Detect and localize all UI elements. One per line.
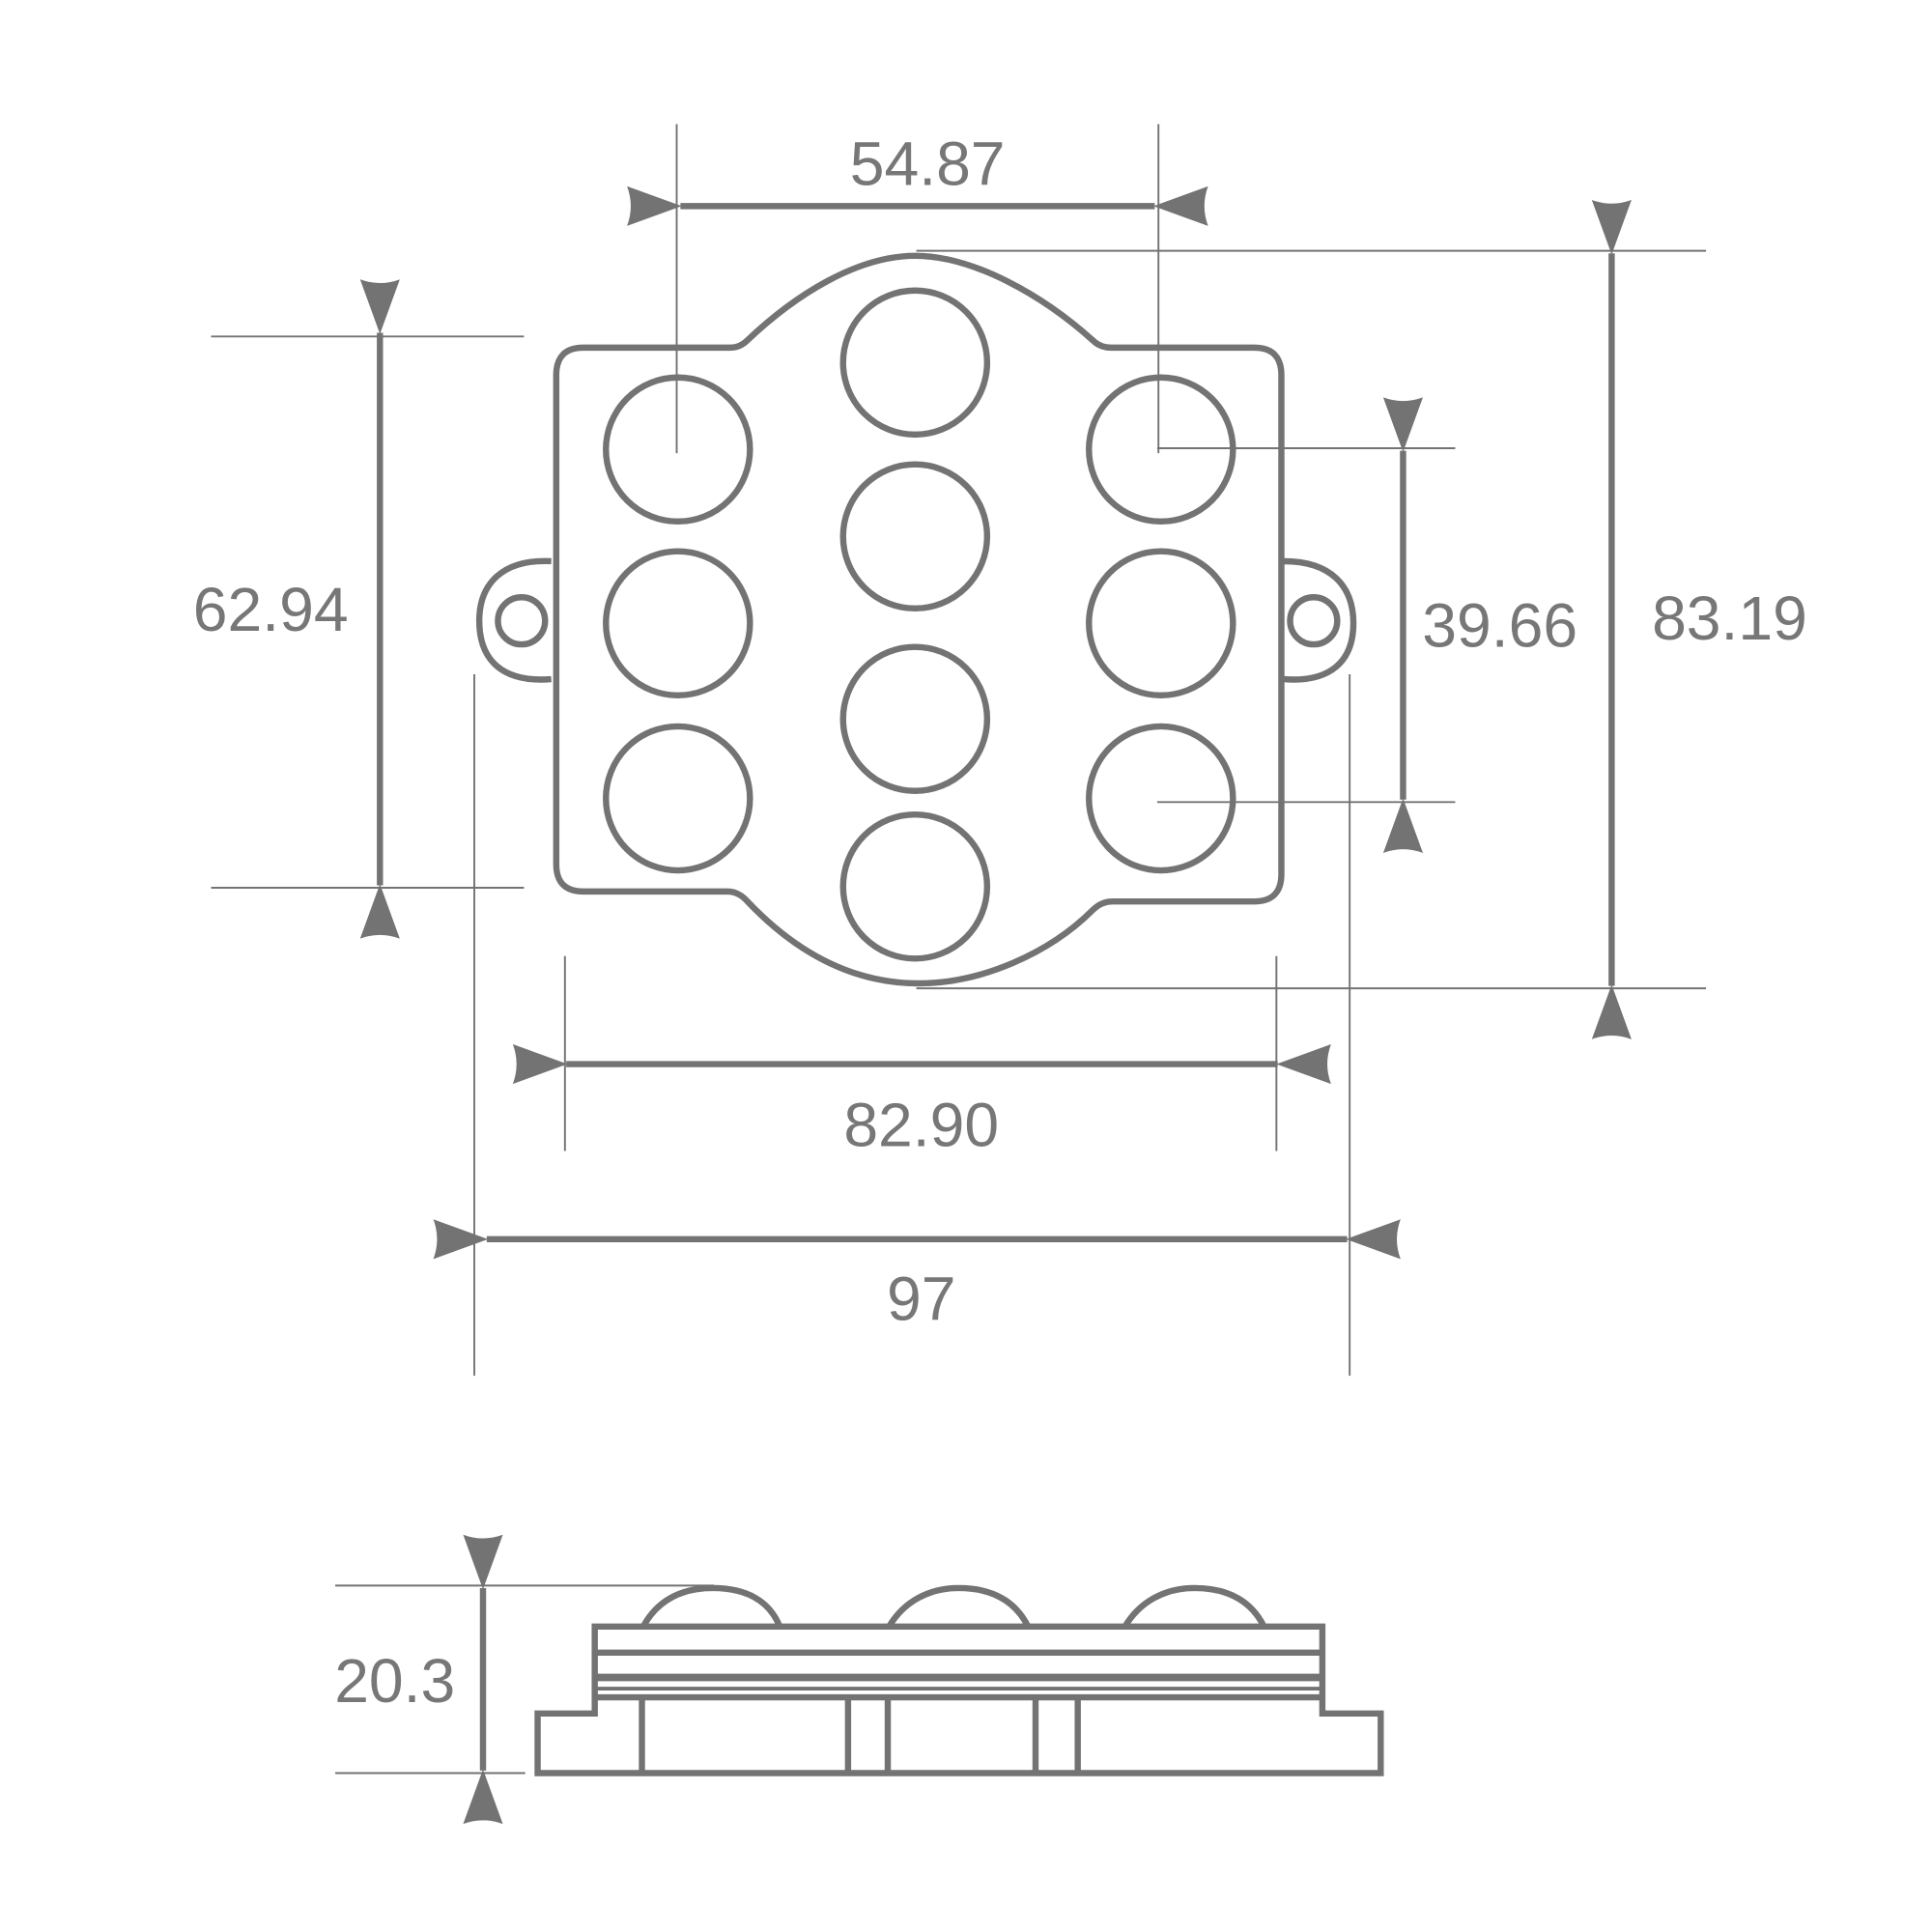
- dimension-label: 20.3: [334, 1646, 455, 1716]
- led-dome: [1122, 1584, 1267, 1629]
- dimension-label: 54.87: [850, 129, 1006, 199]
- led-lens: [839, 643, 991, 794]
- dimension-body-height: 62.94: [193, 279, 525, 939]
- led-lens: [1086, 548, 1236, 699]
- dimension-body-width: 82.90: [512, 955, 1331, 1159]
- mounting-hole-left: [495, 594, 549, 648]
- dimension-overall-width: 97: [433, 673, 1401, 1377]
- led-lens: [839, 461, 991, 612]
- dimension-label: 97: [887, 1264, 955, 1333]
- mounting-ear-left: [475, 557, 552, 683]
- top-view: [475, 252, 1357, 987]
- led-lens: [603, 374, 753, 526]
- side-body-outline: [534, 1623, 1384, 1776]
- led-lens: [839, 810, 991, 962]
- led-lens: [1086, 374, 1236, 526]
- side-view: [534, 1584, 1384, 1776]
- dimension-label: 62.94: [193, 575, 349, 644]
- led-lens: [1086, 723, 1236, 874]
- mounting-hole-right: [1287, 594, 1341, 648]
- led-lens: [839, 287, 991, 439]
- led-lens: [603, 723, 753, 874]
- dimension-overall-height: 83.19: [916, 199, 1807, 1039]
- dimension-top-led-pitch: 54.87: [627, 124, 1208, 454]
- dimension-label: 39.66: [1422, 591, 1577, 661]
- mounting-ear-right: [1283, 557, 1357, 683]
- led-dome: [639, 1584, 783, 1629]
- module-body-outline: [553, 252, 1285, 987]
- dimension-label: 82.90: [843, 1090, 999, 1159]
- led-dome: [886, 1584, 1032, 1629]
- led-lenses: [603, 287, 1236, 962]
- dimension-thickness: 20.3: [334, 1534, 715, 1825]
- dimension-led-pitch-vertical: 39.66: [1156, 397, 1577, 854]
- dimension-label: 83.19: [1652, 583, 1807, 653]
- led-lens: [603, 548, 753, 699]
